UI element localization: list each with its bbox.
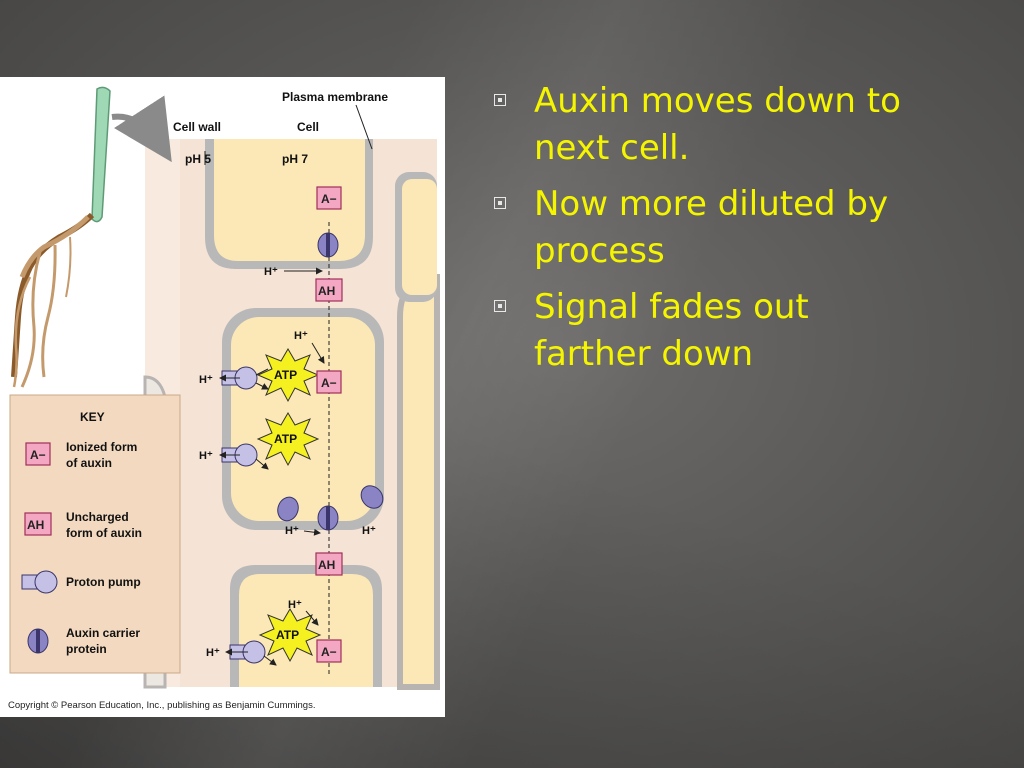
atp-burst-2: ATP <box>256 412 320 467</box>
copyright-text: Copyright © Pearson Education, Inc., pub… <box>8 700 315 711</box>
svg-text:A−: A− <box>30 448 46 462</box>
svg-text:H⁺: H⁺ <box>285 525 299 537</box>
ph-inside-label: pH 7 <box>282 152 308 166</box>
carrier-protein-icon <box>317 232 339 258</box>
svg-text:ATP: ATP <box>274 432 297 446</box>
square-bullet-icon <box>494 197 506 209</box>
svg-text:A−: A− <box>321 376 337 390</box>
svg-text:ATP: ATP <box>276 628 299 642</box>
ph-outside-label: pH 5 <box>185 152 211 166</box>
svg-text:H⁺: H⁺ <box>288 599 302 611</box>
bullet-list: Auxin moves down to next cell. Now more … <box>488 78 928 387</box>
key-uncharged-line1: Uncharged <box>66 510 129 524</box>
svg-text:H⁺: H⁺ <box>362 525 376 537</box>
bullet-text: Signal fades out farther down <box>534 287 809 374</box>
cell-label: Cell <box>297 120 319 134</box>
bullet-text: Now more diluted by process <box>534 184 889 271</box>
upper-cell <box>205 139 373 269</box>
svg-text:AH: AH <box>318 284 335 298</box>
carrier-protein-icon <box>317 505 339 531</box>
svg-text:AH: AH <box>27 518 44 532</box>
auxin-diagram: Plasma membrane Cell wall Cell pH 5 pH 7… <box>8 86 440 711</box>
svg-text:H⁺: H⁺ <box>264 266 278 278</box>
key-carrier-line2: protein <box>66 642 107 656</box>
bullet-text: Auxin moves down to next cell. <box>534 81 901 168</box>
key-ionized-line2: of auxin <box>66 456 112 470</box>
plasma-membrane-label: Plasma membrane <box>282 90 388 104</box>
carrier-protein-icon <box>360 485 384 509</box>
svg-text:A−: A− <box>321 192 337 206</box>
svg-text:A−: A− <box>321 645 337 659</box>
ionized-auxin-middle: A− <box>316 370 342 394</box>
atp-burst-3: ATP <box>258 608 322 663</box>
svg-text:H⁺: H⁺ <box>199 374 213 386</box>
key-proton-pump: Proton pump <box>66 575 141 589</box>
bullet-item: Now more diluted by process <box>488 181 928 275</box>
square-bullet-icon <box>494 94 506 106</box>
proton-pump-icon <box>21 570 58 594</box>
key-legend: KEY A− Ionized form of auxin AH Uncharge… <box>9 394 181 674</box>
key-title: KEY <box>80 410 105 424</box>
svg-text:AH: AH <box>318 558 335 572</box>
uncharged-auxin-lower: AH <box>315 552 343 576</box>
atp-burst-1: ATP <box>256 348 320 403</box>
key-ionized-line1: Ionized form <box>66 440 137 454</box>
svg-text:H⁺: H⁺ <box>294 330 308 342</box>
key-uncharged-line2: form of auxin <box>66 526 142 540</box>
svg-text:H⁺: H⁺ <box>206 647 220 659</box>
proton-pump-icon <box>221 366 258 390</box>
square-bullet-icon <box>494 300 506 312</box>
carrier-protein-icon <box>27 628 49 654</box>
svg-text:H⁺: H⁺ <box>199 450 213 462</box>
auxin-transport-figure: Plasma membrane Cell wall Cell pH 5 pH 7… <box>0 77 445 717</box>
cell-wall-label: Cell wall <box>173 120 221 134</box>
uncharged-auxin-top: AH <box>315 278 343 302</box>
carrier-protein-icon <box>277 496 299 522</box>
proton-pump-icon <box>221 443 258 467</box>
bullet-item: Auxin moves down to next cell. <box>488 78 928 172</box>
seedling-illustration <box>11 86 172 388</box>
ionized-auxin-lower: A− <box>316 639 342 663</box>
middle-cell <box>222 308 384 530</box>
svg-text:ATP: ATP <box>274 368 297 382</box>
key-carrier-line1: Auxin carrier <box>66 626 140 640</box>
bullet-item: Signal fades out farther down <box>488 284 928 378</box>
ionized-auxin-top: A− <box>316 186 342 210</box>
